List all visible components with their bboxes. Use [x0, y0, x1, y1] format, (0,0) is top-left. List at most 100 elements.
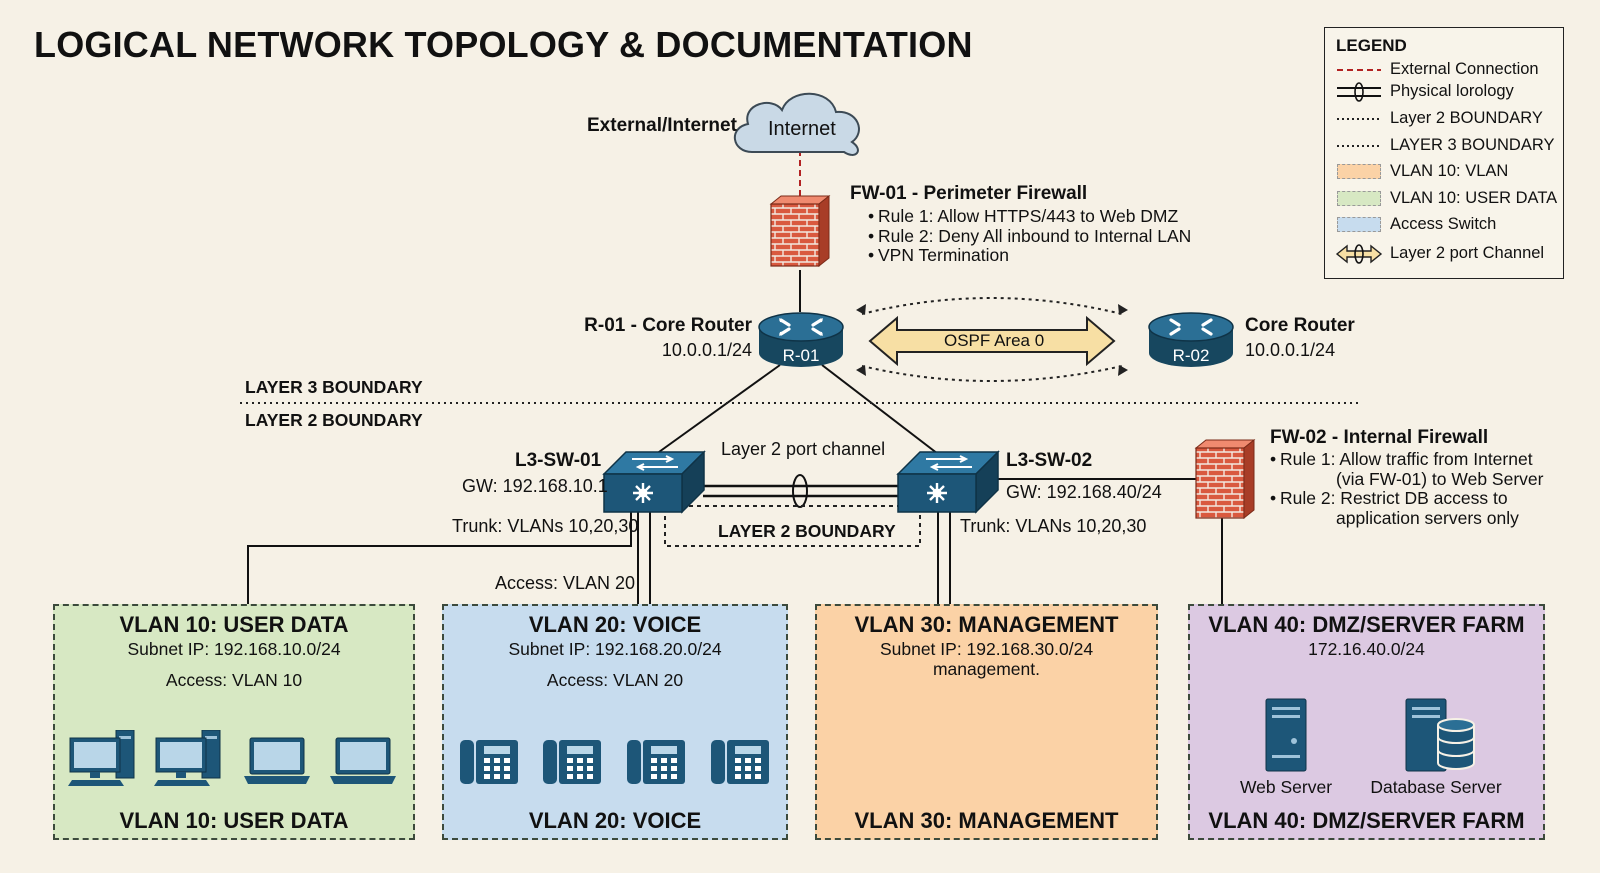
legend-item-external: External Connection: [1335, 59, 1555, 81]
r01-ip: 10.0.0.1/24: [661, 340, 752, 360]
ospf-arrow: [868, 315, 1116, 367]
port-channel-label: Layer 2 port channel: [721, 439, 886, 459]
vlan40-subnet: 172.16.40.0/24: [1308, 639, 1425, 659]
port-channel-ellipse: [792, 474, 808, 508]
legend-label: External Connection: [1390, 60, 1539, 78]
router-r02: R-02: [1148, 312, 1234, 367]
vlan10-footer: VLAN 10: USER DATA: [119, 808, 349, 833]
dotted-line-icon: [1337, 145, 1381, 147]
laptop-icon: [330, 737, 396, 784]
ip-phone-icon: [543, 740, 601, 784]
ip-phone-icon: [627, 740, 685, 784]
r01-sw01-link: [651, 364, 781, 458]
legend-label: LAYER 3 BOUNDARY: [1390, 136, 1555, 154]
vlan10-title: VLAN 10: USER DATA: [119, 612, 349, 637]
blue-swatch-icon: [1337, 217, 1381, 232]
fw01-rules: Rule 1: Allow HTTPS/443 to Web DMZ Rule …: [868, 206, 1191, 266]
red-dashed-line-icon: [1337, 69, 1381, 71]
vlan30-subnet: Subnet IP: 192.168.30.0/24: [879, 639, 1094, 659]
database-server-label: Database Server: [1370, 777, 1502, 797]
sw01-trunk: Trunk: VLANs 10,20,30: [452, 516, 639, 536]
legend-item-orange: VLAN 10: VLAN: [1335, 161, 1555, 183]
router-r01: R-01: [758, 312, 844, 367]
desktop-computer-icon: [154, 730, 221, 786]
internet-side-label: External/Internet: [587, 115, 737, 136]
r02-ip: 10.0.0.1/24: [1245, 340, 1336, 360]
vlan20-footer: VLAN 20: VOICE: [528, 808, 702, 833]
web-server-label: Web Server: [1239, 777, 1333, 797]
green-swatch-icon: [1337, 191, 1381, 206]
legend-label: Layer 2 BOUNDARY: [1390, 109, 1543, 127]
fw01-rule: Rule 1: Allow HTTPS/443 to Web DMZ: [868, 206, 1191, 227]
legend-item-l3-boundary: LAYER 3 BOUNDARY: [1335, 135, 1555, 157]
database-server-icon: [1405, 698, 1475, 772]
vlan10-box: VLAN 10: USER DATA Subnet IP: 192.168.10…: [53, 604, 415, 840]
vlan20-box: VLAN 20: VOICE Subnet IP: 192.168.20.0/2…: [442, 604, 788, 840]
legend-item-l2-boundary: Layer 2 BOUNDARY: [1335, 108, 1555, 130]
legend: LEGEND External Connection Physical loro…: [1324, 27, 1564, 279]
r01-title: R-01 - Core Router: [584, 315, 752, 336]
ip-phone-icon: [460, 740, 518, 784]
fw02-info: FW-02 - Internal Firewall • Rule 1: Allo…: [1270, 427, 1543, 528]
layer3-boundary-label: LAYER 3 BOUNDARY: [245, 377, 423, 397]
physical-link-icon: [1337, 82, 1381, 102]
legend-title: LEGEND: [1336, 36, 1407, 55]
fw01-rule: Rule 2: Deny All inbound to Internal LAN: [868, 226, 1191, 247]
fw01-title: FW-01 - Perimeter Firewall: [850, 183, 1088, 204]
switch-l3-sw02: [896, 450, 1000, 514]
sw02-gw: GW: 192.168.40/24: [1006, 482, 1162, 502]
firewall-fw02: [1194, 438, 1256, 520]
fw02-rule2-line2: application servers only: [1336, 507, 1519, 528]
vlan30-title: VLAN 30: MANAGEMENT: [854, 612, 1119, 637]
legend-label: VLAN 10: USER DATA: [1390, 189, 1558, 207]
laptop-icon: [244, 737, 310, 784]
ip-phone-icon: [711, 740, 769, 784]
fw02-rule1-line2: (via FW-01) to Web Server: [1336, 468, 1544, 489]
vlan20-subnet: Subnet IP: 192.168.20.0/24: [508, 639, 722, 659]
vlan10-access: Access: VLAN 10: [165, 670, 303, 690]
ospf-arc-bottom: [861, 365, 1123, 382]
legend-item-port-channel: Layer 2 port Channel: [1335, 243, 1555, 265]
vlan30-box: VLAN 30: MANAGEMENT Subnet IP: 192.168.3…: [815, 604, 1158, 840]
fw01-rule: VPN Termination: [868, 245, 1191, 266]
sw02-trunk: Trunk: VLANs 10,20,30: [960, 516, 1147, 536]
legend-item-physical: Physical lorology: [1335, 81, 1555, 103]
sw01-vlan10-link: [247, 512, 632, 604]
internet-cloud-label: Internet: [768, 118, 836, 140]
layer2-boundary-label: LAYER 2 BOUNDARY: [245, 410, 423, 430]
vlan30-note: management.: [932, 659, 1040, 679]
fw02-rule2-line1: Rule 2: Restrict DB access to: [1280, 488, 1508, 508]
legend-label: VLAN 10: VLAN: [1390, 162, 1509, 180]
ospf-label: OSPF Area 0: [944, 331, 1045, 350]
sw01-name: L3-SW-01: [515, 450, 602, 471]
legend-label: Physical lorology: [1390, 82, 1514, 100]
switch-l3-sw01: [602, 450, 706, 514]
cloud-icon: [733, 92, 860, 156]
r01-sw02-link: [821, 364, 943, 458]
layer2-boundary-box: [664, 505, 921, 547]
fw02-rule1-line1: Rule 1: Allow traffic from Internet: [1280, 449, 1533, 469]
fw02-rule1: • Rule 1: Allow traffic from Internet (v…: [1270, 449, 1544, 489]
router-r01-label: R-01: [783, 346, 820, 365]
vlan30-footer: VLAN 30: MANAGEMENT: [854, 808, 1119, 833]
sw01-gw: GW: 192.168.10.1: [462, 476, 608, 496]
vlan40-title: VLAN 40: DMZ/SERVER FARM: [1208, 612, 1525, 637]
vlan10-subnet: Subnet IP: 192.168.10.0/24: [127, 639, 341, 659]
desktop-computer-icon: [68, 730, 135, 786]
ospf-arc-top: [861, 297, 1123, 315]
access-vlan20-link-label: Access: VLAN 20: [495, 573, 636, 593]
l2-boundary-box-label: LAYER 2 BOUNDARY: [718, 521, 896, 541]
vlan20-access: Access: VLAN 20: [546, 670, 684, 690]
fw01-info: FW-01 - Perimeter Firewall Rule 1: Allow…: [850, 183, 1191, 266]
legend-label: Access Switch: [1390, 215, 1497, 233]
fw02-title: FW-02 - Internal Firewall: [1270, 427, 1489, 448]
vlan40-box: VLAN 40: DMZ/SERVER FARM 172.16.40.0/24 …: [1188, 604, 1545, 840]
orange-swatch-icon: [1337, 164, 1381, 179]
legend-item-blue: Access Switch: [1335, 214, 1555, 236]
page-title: LOGICAL NETWORK TOPOLOGY & DOCUMENTATION: [34, 24, 973, 65]
vlan40-footer: VLAN 40: DMZ/SERVER FARM: [1208, 808, 1525, 833]
legend-item-green: VLAN 10: USER DATA: [1335, 188, 1558, 210]
port-channel-icon: [1335, 244, 1383, 264]
dotted-line-icon: [1337, 118, 1381, 120]
